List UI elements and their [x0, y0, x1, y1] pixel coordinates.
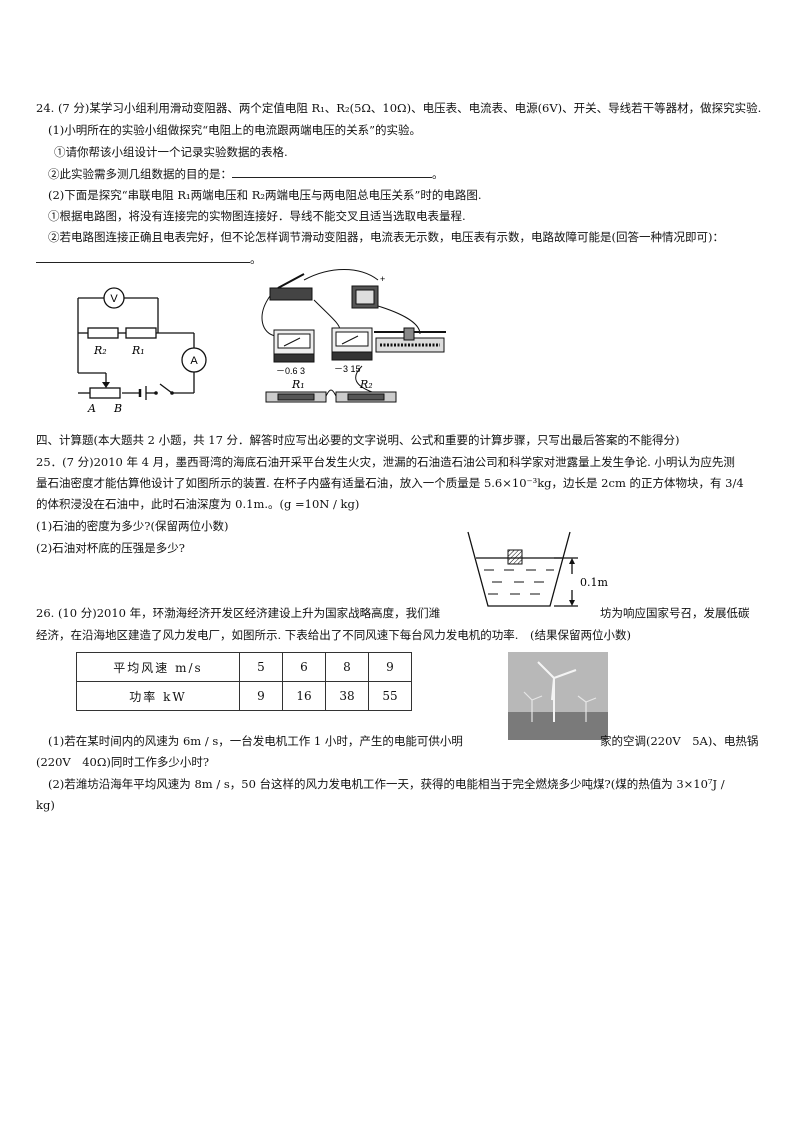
answer-blank[interactable] [36, 250, 250, 263]
q25-question1: (1)石油的密度为多少?(保留两位小数) [36, 519, 229, 533]
q25-line2: 量石油密度才能估算他设计了如图所示的装置. 在杯子内盛有适量石油，放入一个质量是… [36, 476, 744, 490]
q26-line1a: 26. (10 分)2010 年，环渤海经济开发区经济建设上升为国家战略高度，我… [36, 606, 441, 620]
table-row: 平均风速 m/s 5 6 8 9 [76, 652, 412, 682]
table-row-label: 功率 kW [76, 681, 240, 711]
q24-part2: (2)下面是探究“串联电阻 R₁两端电压和 R₂两端电压与两电阻总电压关系”时的… [48, 188, 482, 202]
q25-line3: 的体积浸没在石油中，此时石油深度为 0.1m.。(g =10N / kg) [36, 497, 360, 511]
q24-part2b-end: 。 [250, 252, 262, 266]
q26-line1b: 坊为响应国家号召，发展低碳 [600, 606, 750, 620]
q24-part2a: ①根据电路图，将没有连接完的实物图连接好．导线不能交叉且适当选取电表量程. [48, 209, 466, 223]
wind-turbine-icon [508, 652, 608, 740]
circuit-diagram: V A R₂ R₁ A B [77, 287, 207, 415]
table-row-label: 平均风速 m/s [76, 652, 240, 682]
q24-stem: 24. (7 分)某学习小组利用滑动变阻器、两个定值电阻 R₁、R₂(5Ω、10… [36, 101, 762, 115]
q24-part1a: ①请你帮该小组设计一个记录实验数据的表格. [54, 145, 288, 159]
q24-part1b-end: 。 [432, 167, 444, 181]
r2-label: R₂ [93, 344, 107, 357]
q26-line2: 经济，在沿海地区建造了风力发电厂，如图所示. 下表给出了不同风速下每台风力发电机… [36, 628, 631, 642]
table-cell: 5 [239, 652, 283, 682]
table-cell: 9 [368, 652, 412, 682]
q26-sub1b: 家的空调(220V 5A)、电热锅 [600, 734, 759, 748]
q24-part1: (1)小明所在的实验小组做探究“电阻上的电流跟两端电压的关系”的实验。 [48, 123, 422, 137]
section4-heading: 四、计算题(本大题共 2 小题，共 17 分．解答时应写出必要的文字说明、公式和… [36, 433, 680, 447]
beaker-figure: 0.1m [467, 531, 608, 607]
wind-turbine-photo [508, 652, 608, 740]
ammeter-label: A [190, 355, 198, 367]
table-cell: 55 [368, 681, 412, 711]
q25-line1: 25．(7 分)2010 年 4 月，墨西哥湾的海底石油开采平台发生火灾，泄漏的… [36, 455, 735, 469]
q26-sub2b: kg) [36, 798, 55, 812]
q25-question2: (2)石油对杯底的压强是多少? [36, 541, 185, 555]
rheostat-a-label: A [87, 402, 96, 415]
r1-label: R₁ [131, 344, 145, 357]
q24-part2b: ②若电路图连接正确且电表完好，但不论怎样调节滑动变阻器，电流表无示数，电压表有示… [48, 230, 724, 244]
q24-part1b: ②此实验需多测几组数据的目的是： 。 [48, 165, 444, 182]
battery-plus: + [380, 274, 385, 284]
voltmeter-label: V [110, 293, 118, 305]
r1-physical-label: R₁ [291, 378, 305, 391]
table-cell: 9 [239, 681, 283, 711]
table-cell: 38 [325, 681, 369, 711]
table-cell: 8 [325, 652, 369, 682]
table-cell: 16 [282, 681, 326, 711]
q26-sub2a: (2)若潍坊沿海年平均风速为 8m / s，50 台这样的风力发电机工作一天，获… [48, 777, 725, 791]
q26-sub1c: (220V 40Ω)同时工作多少小时? [36, 755, 210, 769]
depth-label: 0.1m [580, 576, 608, 589]
q26-sub1a: (1)若在某时间内的风速为 6m / s，一台发电机工作 1 小时，产生的电能可… [48, 734, 463, 748]
q24-part2b-answer: 。 [36, 250, 262, 267]
r2-physical-label: R₂ [359, 378, 373, 391]
ammeter-terminals: －0.6 3 [276, 366, 305, 376]
table-cell: 6 [282, 652, 326, 682]
apparatus-drawing: －0.6 3 －3 15 R₁ R₂ + [261, 269, 446, 403]
wind-power-table: 平均风速 m/s 5 6 8 9 功率 kW 9 16 38 55 [76, 652, 412, 711]
q24-part1b-text: ②此实验需多测几组数据的目的是： [48, 167, 232, 181]
table-row: 功率 kW 9 16 38 55 [76, 681, 412, 711]
voltmeter-terminals: －3 15 [334, 364, 361, 374]
answer-blank[interactable] [232, 165, 432, 178]
rheostat-b-label: B [113, 402, 122, 415]
